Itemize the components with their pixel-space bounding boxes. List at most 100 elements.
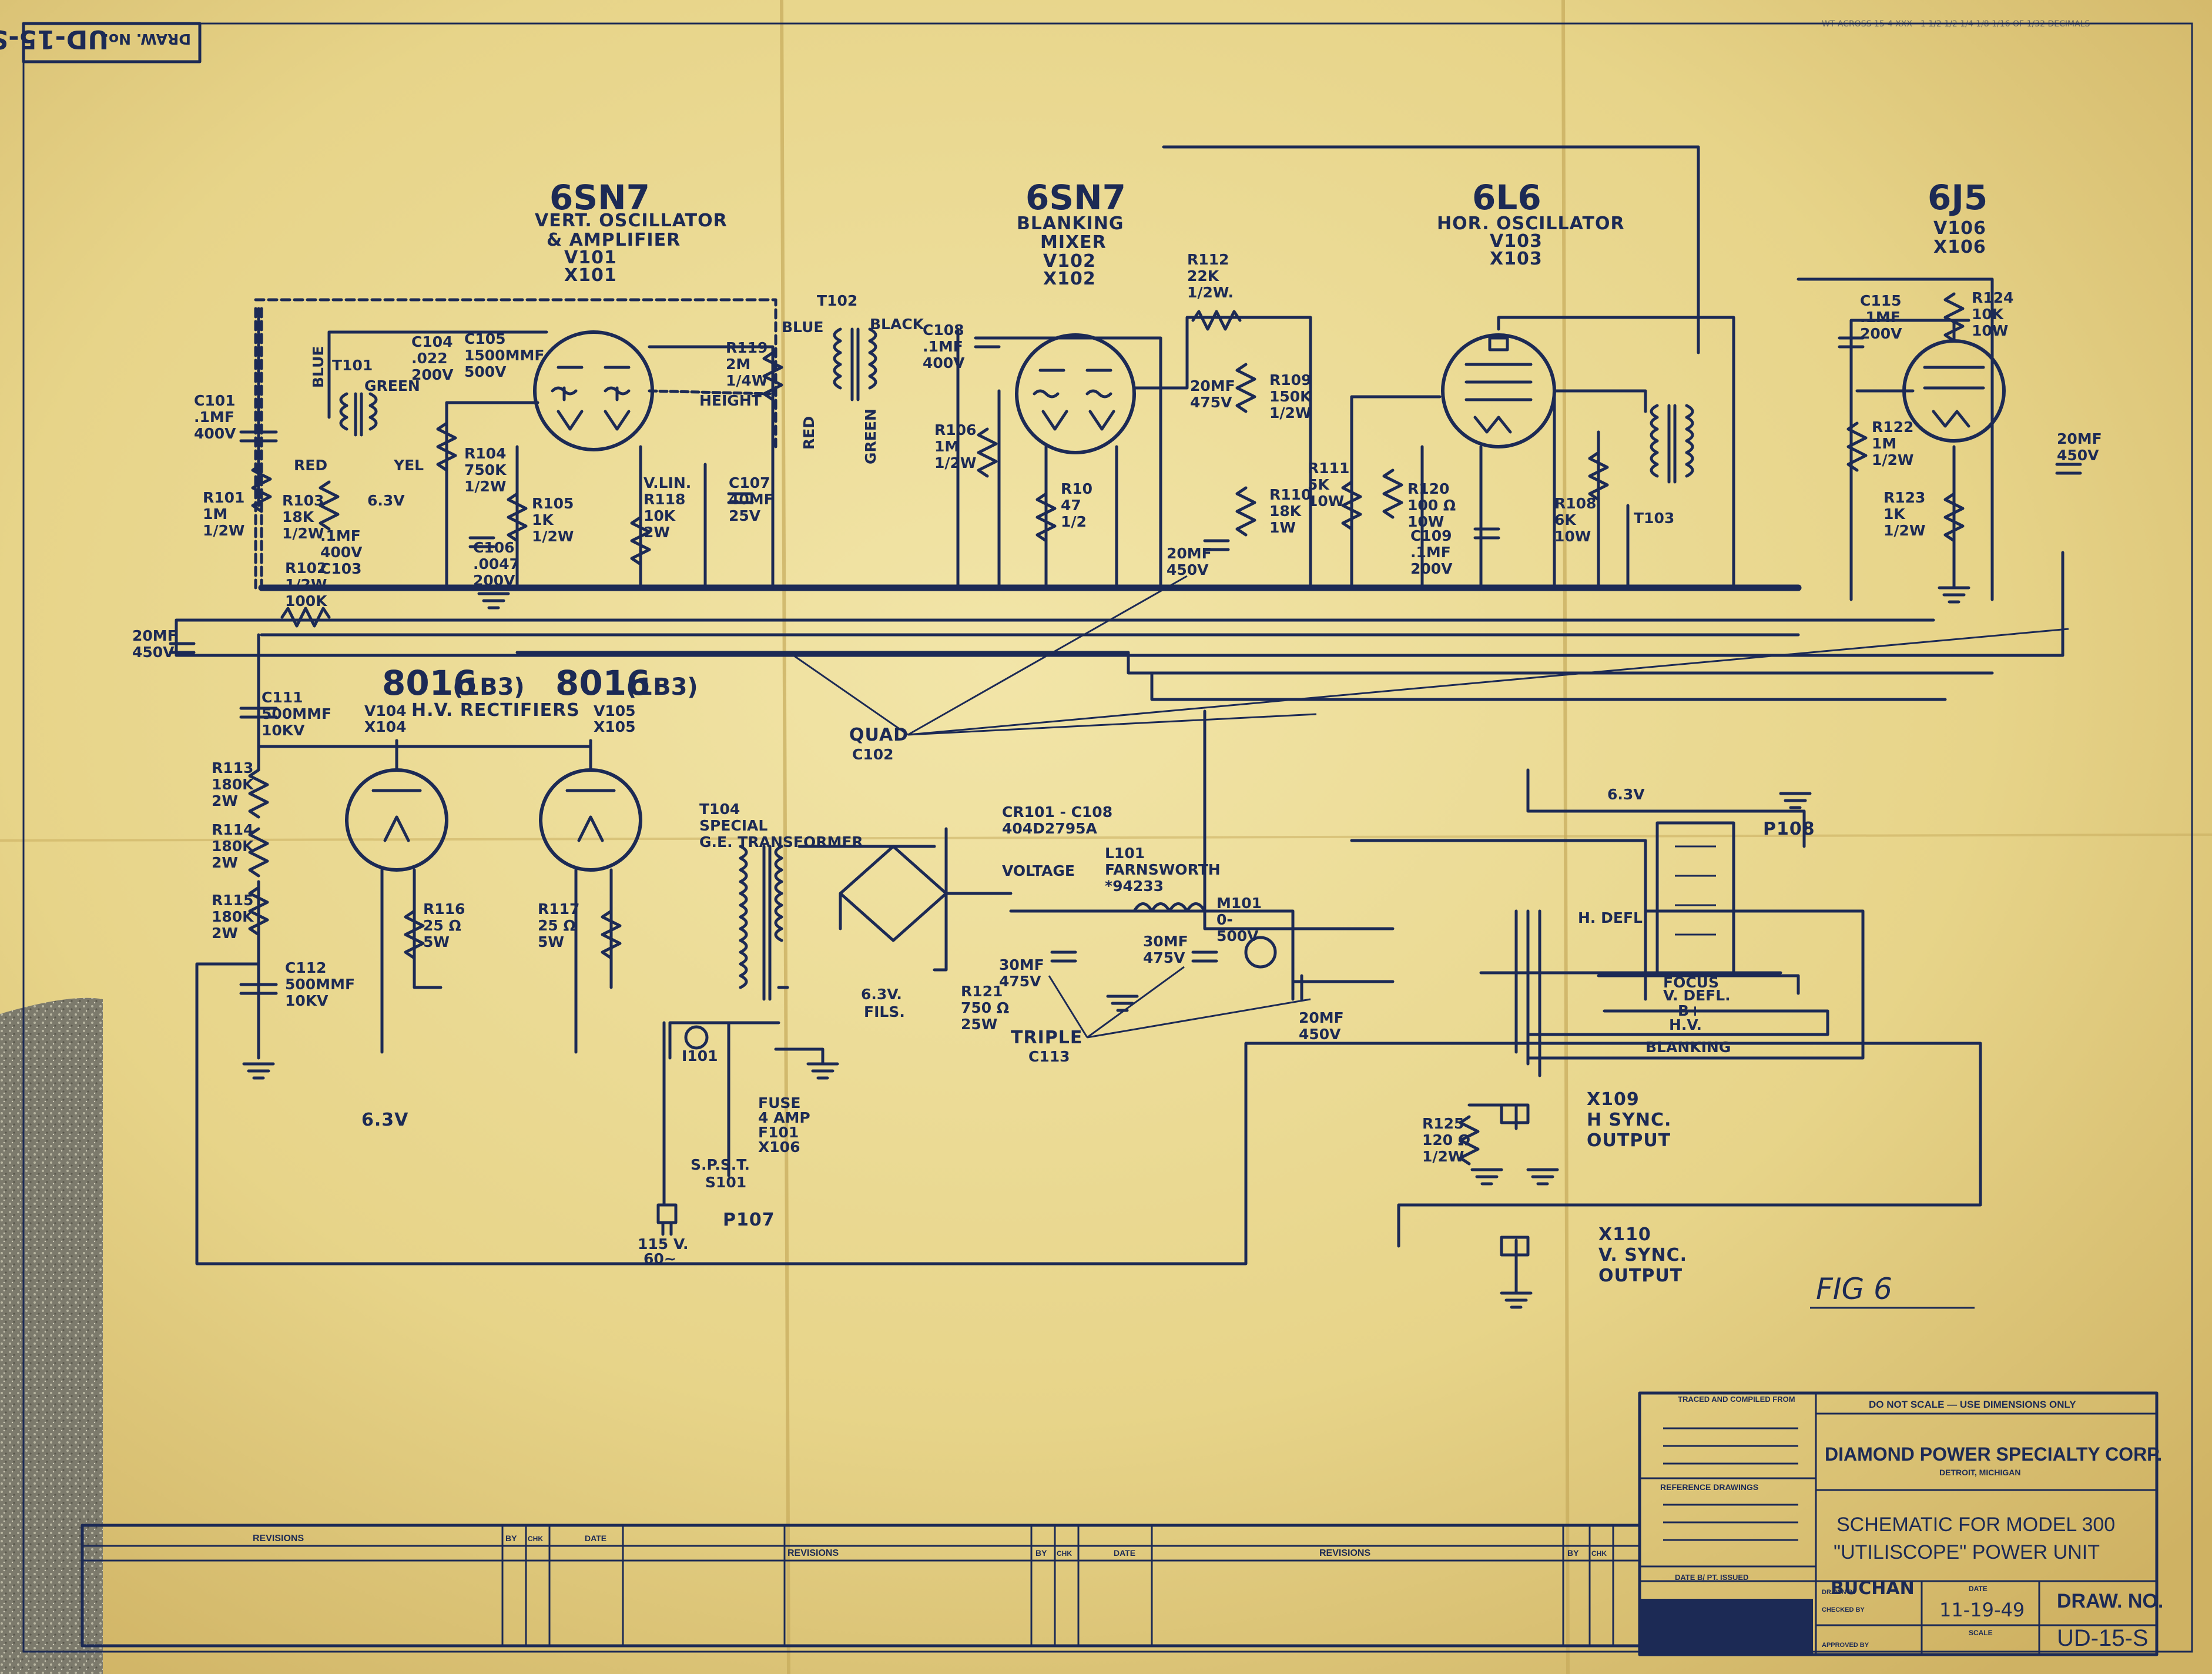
transformer-t104-primary (739, 845, 748, 989)
component-label-line: .1MF (1410, 544, 1451, 561)
capacitor-c111 (239, 707, 278, 719)
component-label-line: 180K (212, 838, 254, 855)
component-label-line: 400V (320, 544, 363, 561)
transformer-t101 (339, 392, 378, 437)
jack-x110 (1500, 1236, 1530, 1257)
component-label-line: C108 (923, 322, 964, 339)
wire-label: 6.3V (367, 492, 405, 509)
component-label-line: 500V (1216, 928, 1259, 945)
capacitor-c20b (1203, 539, 1230, 551)
x109-ref: X109 (1587, 1089, 1640, 1110)
component-label-line: R104 (464, 445, 506, 462)
revisions-header: REVISIONS (253, 1534, 304, 1544)
resistor-r108 (1588, 451, 1609, 501)
component-label-line: 1/4W (726, 372, 768, 389)
component-label-line: 1/2W (934, 454, 977, 471)
draw-no-label: DRAW. NO. (2057, 1590, 2163, 1612)
draw-no-value: UD-15-S (2057, 1625, 2149, 1651)
component-label-line: 10K (644, 507, 676, 524)
component-label-line: C109 (1410, 527, 1452, 544)
quad-callout: QUAD (849, 725, 909, 745)
tube-type: 8016 (555, 663, 650, 703)
component-label-line: *94233 (1105, 878, 1164, 895)
wire-label: B+ (1678, 1002, 1701, 1019)
component-label-line: 10K (1972, 306, 2005, 323)
wire-label: 6.3V (1607, 786, 1645, 803)
component-label-line: FARNSWORTH (1105, 861, 1221, 878)
tube-type: 6SN7 (1025, 178, 1126, 217)
component-label-line: 1/2W (464, 478, 507, 495)
component-label-line: 180K (212, 908, 254, 925)
component-label-line: 450V (1167, 561, 1209, 578)
capacitor-callouts: QUAD C102 TRIPLE C113 (849, 725, 1082, 1065)
wire-labels: BLUE GREEN RED YEL 6.3V BLUE BLACK RED G… (294, 316, 1731, 1130)
component-label-line: 20MF (1190, 377, 1235, 394)
resistor-r122 (1846, 421, 1868, 472)
component-label-line: 1500MMF (464, 347, 544, 364)
component-label-line: SPECIAL (699, 817, 768, 834)
component-label-line: 10W (1308, 493, 1344, 510)
component-label-line: 750 Ω (961, 999, 1009, 1016)
component-label-line: 1M (203, 505, 227, 523)
component-label-line: 450V (132, 644, 175, 661)
component-label-line: R118 (644, 491, 685, 508)
revisions-header: REVISIONS (1319, 1548, 1370, 1558)
mains-label: 60~ (644, 1250, 676, 1267)
component-label-line: 25 Ω (538, 917, 576, 934)
wire-label: H.V. (1669, 1016, 1702, 1033)
corner-drawing-label: DRAW. No. (103, 31, 191, 48)
component-label-line: 1W (1269, 519, 1296, 536)
tube-socket: X102 (1043, 269, 1096, 289)
wire-label: 6.3V (361, 1110, 408, 1130)
tube-desc: MIXER (1040, 232, 1107, 253)
tube-v105-symbol (539, 739, 642, 872)
tube-type-suffix: (1B3) (453, 674, 525, 701)
power-input-labels: I101 FUSE 4 AMP F101 X106 S.P.S.T. S101 … (638, 1047, 810, 1267)
resistor-r103 (319, 480, 340, 531)
fuse-label: F101 (758, 1124, 799, 1141)
capacitor-c109 (1473, 527, 1500, 540)
component-label-line: 475V (1143, 949, 1185, 966)
component-label-line: 1K (1883, 505, 1906, 523)
component-label-line: R112 (1187, 251, 1229, 268)
component-label-line: 1/2W. (1187, 284, 1234, 301)
fold-line-horizontal (0, 833, 2212, 842)
component-label-line: R101 (203, 489, 244, 506)
component-label-line: 200V (1410, 560, 1453, 577)
torn-corner-edge (0, 997, 103, 1674)
date-value: 11-19-49 (1939, 1599, 2025, 1621)
figure-label: FIG 6 (1816, 1272, 1892, 1306)
title-block-dark-cell (1640, 1599, 1813, 1655)
capacitor-c20e (1291, 974, 1303, 1001)
transformer-t102 (833, 327, 877, 401)
component-label-line: .022 (411, 350, 448, 367)
component-label-line: 400V (923, 354, 965, 371)
tube-type: 6SN7 (549, 178, 650, 217)
resistor-r119 (762, 351, 783, 401)
wire-label: RED (294, 457, 327, 474)
corner-drawing-value: UD-15-S (0, 24, 109, 54)
component-label-line: 200V (473, 572, 515, 589)
date-label: DATE (1969, 1585, 1988, 1593)
component-label-line: C104 (411, 333, 453, 350)
inductor-l101 (1132, 902, 1206, 913)
transformer-t104-core (762, 845, 772, 1001)
tube-socket: X104 (364, 718, 406, 735)
component-label-line: 25 Ω (423, 917, 461, 934)
drawn-by-value: BUCHAN (1831, 1578, 1915, 1599)
ground-symbol (242, 1062, 275, 1080)
component-label-line: 1K (532, 511, 554, 528)
revisions-header: REVISIONS (787, 1548, 839, 1558)
company-name: DIAMOND POWER SPECIALTY CORP. (1825, 1444, 2162, 1465)
